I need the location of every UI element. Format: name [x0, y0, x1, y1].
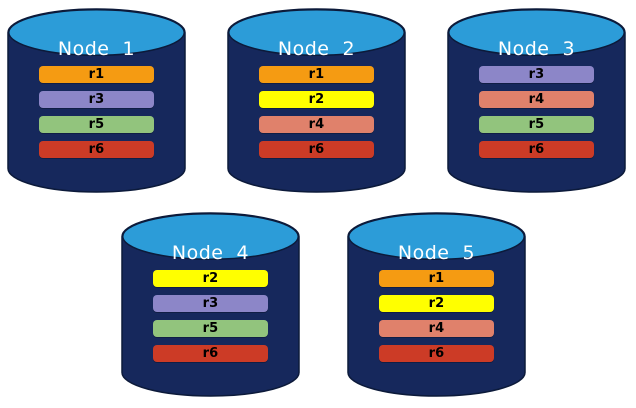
- replica-label: r3: [202, 296, 219, 311]
- replica-label: r4: [528, 92, 545, 107]
- replica-bar[interactable]: r6: [153, 345, 268, 362]
- replica-label: r6: [202, 346, 219, 361]
- replica-stack: r2 r3 r5 r6: [122, 270, 299, 362]
- replica-bar[interactable]: r2: [379, 295, 494, 312]
- replica-label: r4: [308, 117, 325, 132]
- replica-label: r1: [308, 67, 325, 82]
- replica-bar[interactable]: r1: [259, 66, 374, 83]
- replica-label: r5: [528, 117, 545, 132]
- cylinder-top-ellipse: [348, 213, 525, 260]
- replica-label: r3: [88, 92, 105, 107]
- replica-stack: r1 r2 r4 r6: [348, 270, 525, 362]
- replica-bar[interactable]: r5: [153, 320, 268, 337]
- replica-label: r1: [428, 271, 445, 286]
- replica-bar[interactable]: r6: [379, 345, 494, 362]
- replica-bar[interactable]: r4: [379, 320, 494, 337]
- replica-label: r3: [528, 67, 545, 82]
- cylinder-top-ellipse: [8, 9, 185, 56]
- cylinder-top-ellipse: [448, 9, 625, 56]
- replica-label: r2: [202, 271, 219, 286]
- replica-stack: r1 r3 r5 r6: [8, 66, 185, 158]
- replica-bar[interactable]: r6: [479, 141, 594, 158]
- replica-label: r2: [428, 296, 445, 311]
- replica-label: r5: [88, 117, 105, 132]
- replica-bar[interactable]: r1: [379, 270, 494, 287]
- replica-label: r6: [428, 346, 445, 361]
- replica-stack: r3 r4 r5 r6: [448, 66, 625, 158]
- cylinder-top-ellipse: [122, 213, 299, 260]
- replica-label: r1: [88, 67, 105, 82]
- replica-label: r5: [202, 321, 219, 336]
- replica-label: r6: [88, 142, 105, 157]
- replica-bar[interactable]: r3: [479, 66, 594, 83]
- replica-bar[interactable]: r2: [153, 270, 268, 287]
- replica-bar[interactable]: r5: [479, 116, 594, 133]
- cylinder-top-ellipse: [228, 9, 405, 56]
- replica-bar[interactable]: r6: [39, 141, 154, 158]
- replica-bar[interactable]: r3: [153, 295, 268, 312]
- replica-bar[interactable]: r5: [39, 116, 154, 133]
- replica-label: r4: [428, 321, 445, 336]
- replica-bar[interactable]: r6: [259, 141, 374, 158]
- replica-stack: r1 r2 r4 r6: [228, 66, 405, 158]
- replica-label: r2: [308, 92, 325, 107]
- replica-bar[interactable]: r2: [259, 91, 374, 108]
- replica-label: r6: [528, 142, 545, 157]
- replica-bar[interactable]: r1: [39, 66, 154, 83]
- replica-bar[interactable]: r4: [259, 116, 374, 133]
- replica-bar[interactable]: r3: [39, 91, 154, 108]
- replica-bar[interactable]: r4: [479, 91, 594, 108]
- replica-label: r6: [308, 142, 325, 157]
